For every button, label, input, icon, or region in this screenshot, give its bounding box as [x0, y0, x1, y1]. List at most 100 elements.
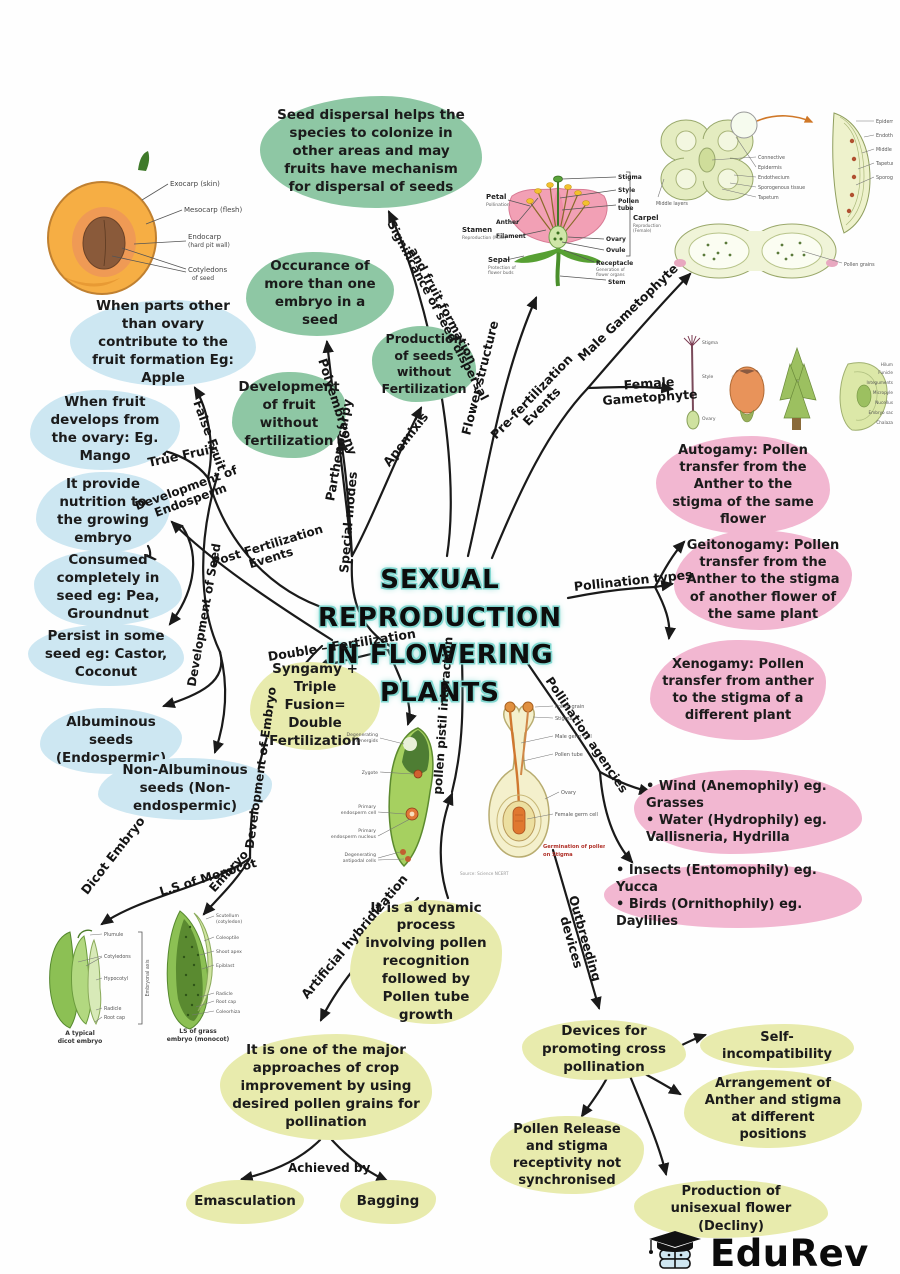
- pistil-mini-style: Style: [702, 374, 714, 380]
- embryo-sac-diagram: Degenerating synergids Zygote Primary en…: [330, 722, 460, 872]
- branch-pollen-pistil: [450, 656, 464, 794]
- anther-label-epidermis: Epidermis: [758, 165, 782, 171]
- flower-label-sepal-sub1: Protection of: [488, 265, 516, 271]
- sac-label-endosperm-nucleus: endosperm nucleus: [331, 834, 377, 840]
- monocot-label-epiblast: Epiblast: [216, 963, 234, 969]
- flower-label-sepal-sub2: flower buds: [488, 270, 514, 276]
- bubble-text: Devices for promoting cross pollination: [542, 1023, 666, 1075]
- sac-label-degen-1: Degenerating: [347, 732, 379, 738]
- bubble-text: Xenogamy: Pollen transfer from anther to…: [662, 656, 814, 724]
- bubble-text: When fruit develops from the ovary: Eg. …: [50, 394, 160, 464]
- branch-pollination-types: [566, 585, 657, 600]
- bubble-biotic-agents: • Insects (Entomophily) eg. Yucca • Bird…: [604, 863, 862, 930]
- arrow-flower-structure: [466, 296, 538, 558]
- flower-label-carpel: Carpel: [633, 214, 658, 222]
- anther-enlarged-sporogenous: Sporogenous tissue: [876, 175, 893, 181]
- bubble-text: It is a dynamic process involving pollen…: [365, 899, 487, 1023]
- bubble-double-fertilization-def: Syngamy + Triple Fusion= Double Fertiliz…: [250, 661, 380, 750]
- arrow-apomixis: [350, 406, 423, 558]
- bubble-text: Production of unisexual flower (Decliny): [670, 1184, 792, 1234]
- pistil-mini-ovary: Ovary: [702, 416, 716, 422]
- fruit-label-exocarp: Exocarp (skin): [170, 180, 220, 188]
- ovule-label-funicle: Funicle: [878, 370, 893, 375]
- branch-pollination-agencies: [518, 650, 602, 774]
- flower-label-stamen: Stamen: [462, 226, 492, 234]
- bubble-endosperm-consumed: Consumed completely in seed eg: Pea, Gro…: [34, 550, 182, 626]
- bubble-text: Seed dispersal helps the species to colo…: [277, 107, 465, 195]
- bubble-text: Self-incompatibility: [721, 1029, 832, 1062]
- monocot-label-shoot-apex: Shoot apex: [216, 949, 242, 955]
- arrow-false-fruit: [193, 386, 212, 480]
- flower-label-stamen-sub: Reproduction (Male): [462, 235, 507, 241]
- dicot-caption-2: dicot embryo: [58, 1038, 103, 1045]
- pistil-label-male-germ: Male germ cell: [555, 734, 592, 740]
- dicot-label-plumule: Plumule: [104, 932, 123, 938]
- edurev-logo-text: EduRev: [710, 1232, 869, 1274]
- flower-label-carpel-sub1: Reproduction: [633, 223, 661, 228]
- arrow-autogamy: [653, 540, 686, 589]
- arrow-embryo-sac: [386, 648, 417, 727]
- bubble-non-albuminous: Non-Albuminous seeds (Non-endospermic): [98, 758, 272, 820]
- dicot-caption-1: A typical: [65, 1030, 95, 1037]
- bubble-text: Consumed completely in seed eg: Pea, Gro…: [56, 552, 160, 622]
- dicot-label-root-cap: Root cap: [104, 1015, 125, 1021]
- fruit-stem: [138, 151, 150, 171]
- bubble-pollen-release: Pollen Release and stigma receptivity no…: [490, 1116, 644, 1194]
- arrow-monocot: [202, 856, 252, 916]
- pistil-label-pollen-tube: Pollen tube: [555, 752, 583, 758]
- bubble-text: Development of fruit without fertilizati…: [238, 379, 340, 449]
- pistil-label-stigma: Stigma: [555, 716, 573, 722]
- bubble-text: It is one of the major approaches of cro…: [232, 1042, 420, 1130]
- anther-enlarged-endothecium: Endothecium: [876, 133, 893, 139]
- anther-label-middle-layers: Middle layers: [656, 201, 688, 207]
- biotic-birds-line: • Birds (Ornithophily) eg. Daylilies: [616, 897, 803, 930]
- arrow-non-albuminous: [213, 650, 227, 755]
- bubble-unisexual-flower: Production of unisexual flower (Decliny): [634, 1180, 828, 1238]
- bubble-text: When parts other than ovary contribute t…: [92, 298, 234, 386]
- bubble-self-incompatibility: Self-incompatibility: [700, 1024, 854, 1068]
- bubble-text: Syngamy + Triple Fusion= Double Fertiliz…: [269, 661, 361, 749]
- bubble-anther-stigma-arrangement: Arrangement of Anther and stigma at diff…: [684, 1070, 862, 1148]
- bubble-text: Occurance of more than one embryo in a s…: [264, 258, 376, 328]
- flower-structure-diagram: Petal Pollination Stamen Reproduction (M…: [458, 158, 663, 290]
- anther-enlarged-tapetum: Tapetum: [875, 161, 893, 167]
- sac-label-primary-1: Primary: [358, 804, 376, 810]
- ovule-label-chalaza: Chalaza: [876, 420, 893, 425]
- flower-label-petal-sub: Pollination: [486, 202, 510, 208]
- flower-label-pollen-tube2: tube: [618, 205, 634, 212]
- monocot-label-root-cap: Root cap: [216, 999, 236, 1005]
- flower-label-ovary: Ovary: [606, 236, 626, 243]
- bubble-endosperm-def: It provide nutrition to the growing embr…: [36, 472, 170, 552]
- flower-label-filament: Filament: [496, 233, 526, 240]
- pistil-source: Source: Science NCERT: [460, 871, 509, 876]
- arrow-outbreeding: [551, 848, 602, 1011]
- arrow-xenogamy: [653, 585, 677, 641]
- bubble-xenogamy: Xenogamy: Pollen transfer from anther to…: [650, 640, 826, 740]
- monocot-label-radicle: Radicle: [216, 991, 233, 997]
- ovule-label-hilum: Hilum: [881, 362, 893, 367]
- bubble-text: Albuminous seeds (Endospermic): [55, 714, 167, 766]
- arrow-arrangement: [643, 1072, 682, 1096]
- dicot-label-embryonal-axis: Embryonal axis: [145, 959, 151, 996]
- monocot-label-scutellum: Scutellum: [216, 913, 239, 919]
- branch-label-achieved-by: Achieved by: [288, 1161, 371, 1175]
- bubble-artificial-hybridization-def: It is one of the major approaches of cro…: [220, 1034, 432, 1140]
- ovule-label-nucellus: Nucellus: [875, 400, 893, 405]
- arrow-bagging: [330, 1138, 389, 1183]
- bubble-seed-dispersal: Seed dispersal helps the species to colo…: [260, 96, 482, 208]
- anther-label-connective: Connective: [758, 155, 785, 161]
- anther-label-endothecium: Endothecium: [758, 175, 790, 181]
- sac-label-synergids: synergids: [356, 738, 379, 744]
- fruit-section-diagram: Exocarp (skin) Mesocarp (flesh) Endocarp…: [42, 148, 257, 303]
- arrow-biotic: [598, 770, 634, 864]
- monocot-caption-2: embryo (monocot): [167, 1036, 230, 1043]
- fruit-label-cotyledons: Cotyledons: [188, 266, 227, 274]
- bubble-emasculation: Emasculation: [186, 1180, 304, 1224]
- anther-label-sporogenous: Sporogenous tissue: [758, 185, 805, 191]
- anther-ts-diagram: Connective Epidermis Endothecium Sporoge…: [648, 105, 900, 283]
- arrow-pollen-pistil: [439, 792, 454, 900]
- fruit-label-endocarp-sub: (hard pit wall): [188, 242, 230, 249]
- arrow-dicot: [100, 856, 252, 926]
